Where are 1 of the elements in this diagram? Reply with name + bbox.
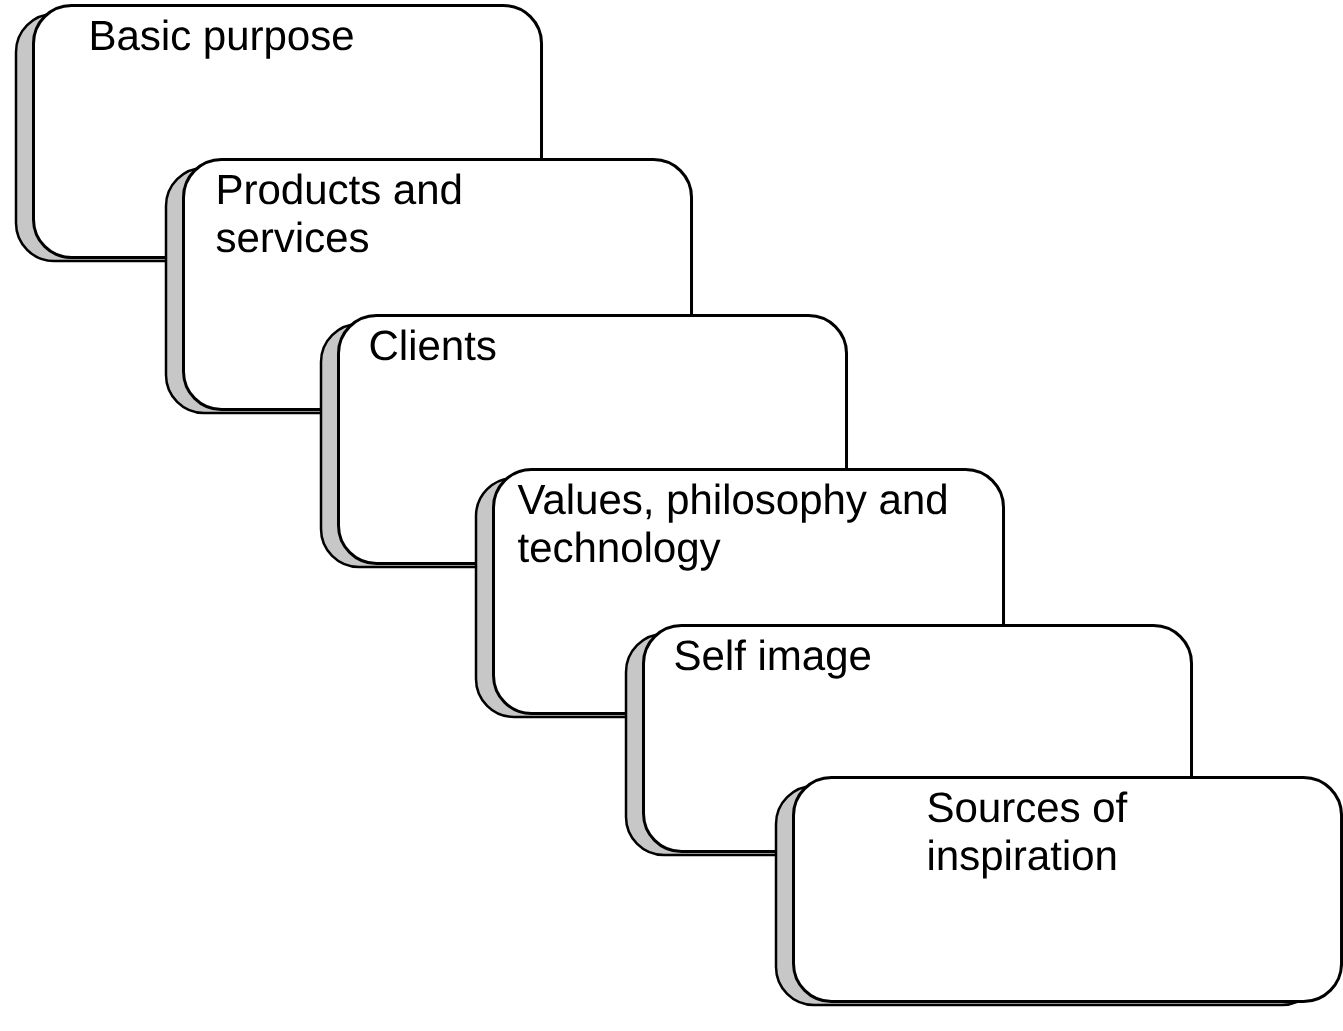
stacked-card: Sources of inspiration	[774, 776, 1343, 1007]
